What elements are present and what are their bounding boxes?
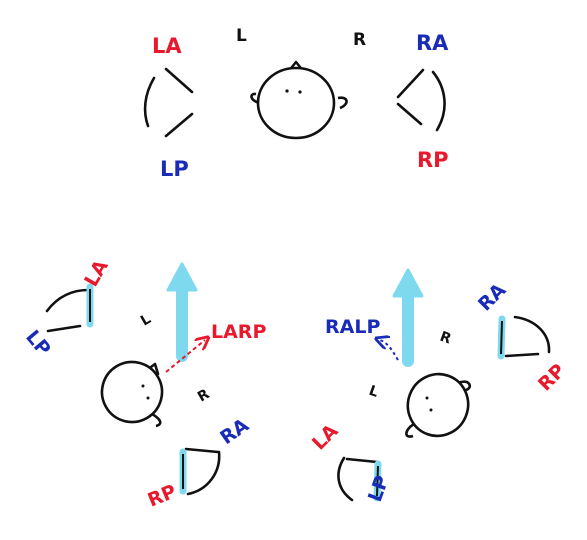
right-view-label-lp: LP — [364, 473, 394, 505]
top-right-canal — [396, 68, 446, 132]
top-label-r: R — [353, 30, 366, 50]
left-view-larp-arrow — [165, 340, 205, 373]
left-view-label-r: R — [195, 386, 213, 405]
top-label-lp: LP — [160, 157, 189, 181]
top-label-rp: RP — [417, 148, 449, 172]
right-view-posterior-canal — [337, 456, 382, 502]
right-view-label-l: L — [367, 383, 381, 401]
left-view-label-ra: RA — [216, 414, 253, 449]
right-view-plane-label: RALP — [325, 316, 380, 338]
right-view-label-rp: RP — [534, 360, 570, 396]
right-view-ralp-arrow — [380, 340, 399, 361]
top-label-la: LA — [152, 34, 182, 58]
left-forward-arrow-icon — [166, 262, 198, 362]
left-view-figure: LA LP RA RP L R LARP — [21, 256, 266, 512]
top-head-icon — [250, 60, 348, 140]
right-view-label-la: LA — [308, 420, 343, 455]
right-view-figure: RA RP LA LP R L RALP — [308, 268, 570, 505]
left-view-plane-label: LARP — [211, 321, 266, 343]
top-figure: LA LP RA RP L R — [143, 26, 449, 181]
top-label-l: L — [236, 26, 247, 46]
left-view-label-la: LA — [80, 256, 113, 290]
left-view-label-l: L — [138, 311, 154, 329]
right-view-label-r: R — [438, 329, 454, 348]
right-view-label-ra: RA — [474, 279, 511, 316]
left-view-label-rp: RP — [145, 481, 180, 512]
right-forward-arrow-icon — [392, 268, 424, 367]
top-left-canal — [143, 67, 194, 138]
left-view-head-icon — [100, 360, 164, 428]
right-view-head-icon — [405, 372, 471, 438]
left-view-posterior-canal — [179, 447, 221, 496]
right-view-anterior-canal — [497, 315, 551, 360]
top-label-ra: RA — [416, 31, 449, 55]
left-view-anterior-canal — [45, 283, 94, 333]
